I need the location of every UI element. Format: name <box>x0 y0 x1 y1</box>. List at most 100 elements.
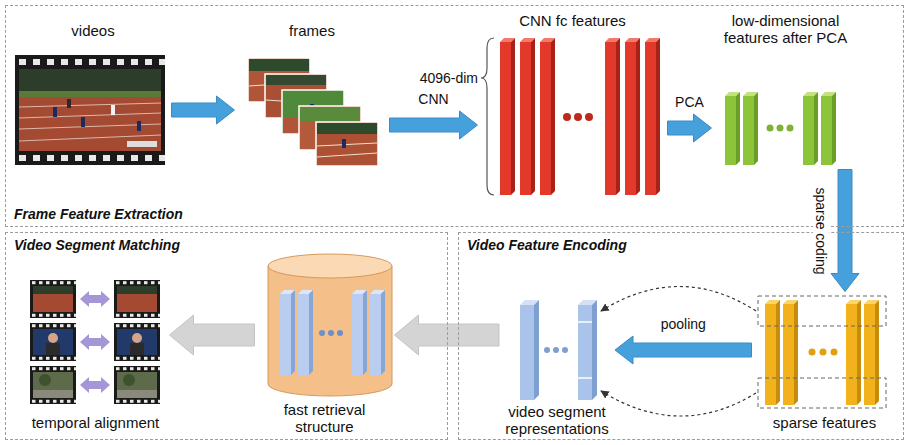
aligned-clip-pairs <box>30 323 76 361</box>
frame-thumbnails <box>317 123 377 134</box>
fc-feature-columns <box>481 38 494 195</box>
aligned-clip-pairs <box>123 374 135 386</box>
fc-feature-columns <box>574 113 582 121</box>
database-cylinder <box>370 290 385 375</box>
node-label: sparse features <box>773 414 876 431</box>
aligned-clip-pairs <box>80 377 110 393</box>
film-strip <box>19 103 161 107</box>
aligned-clip-pairs <box>80 291 110 307</box>
pooling-curve <box>601 287 756 417</box>
frame-thumbnails <box>316 122 378 166</box>
pca-feature-columns <box>803 92 818 165</box>
arrow-label: CNN <box>418 91 448 107</box>
film-strip <box>137 121 141 131</box>
aligned-clip-pairs <box>130 343 144 355</box>
aligned-clip-pairs <box>33 286 73 312</box>
film-strip <box>19 91 161 97</box>
film-strip <box>19 135 161 141</box>
database-cylinder <box>268 266 392 396</box>
aligned-clip-pairs <box>114 366 160 404</box>
frame-thumbnails <box>266 75 326 85</box>
film-strip <box>53 107 57 117</box>
feature-group: video segment representations <box>499 292 615 438</box>
database-cylinder <box>268 254 392 278</box>
pca-feature-columns <box>725 92 740 165</box>
node-label: temporal alignment <box>32 414 160 431</box>
aligned-clip-pairs <box>80 334 110 350</box>
flow-arrow <box>615 336 752 364</box>
sparse-feature-columns <box>831 349 838 356</box>
flow-arrow <box>395 315 500 355</box>
database-cylinder <box>352 290 367 375</box>
pca-feature-columns <box>725 92 836 165</box>
aligned-clip-pairs <box>39 374 51 386</box>
film-strip <box>111 105 115 115</box>
aligned-clip-pairs <box>117 372 157 398</box>
section-panel: videosframesCNN fc featureslow-dimension… <box>5 5 904 227</box>
database-cylinder <box>280 290 295 375</box>
node-label: video segment representations <box>502 403 612 438</box>
feature-group: low-dimensional features after PCA <box>712 12 860 170</box>
film-strip <box>127 141 157 147</box>
pooling-curve <box>601 287 756 312</box>
film-strip <box>15 55 165 165</box>
section-panel: video segment representations sparse feat… <box>458 232 904 440</box>
frame-thumbnails <box>248 58 378 166</box>
arrow-label: PCA <box>675 94 704 110</box>
flow-arrow <box>390 111 478 139</box>
flow-arrow <box>831 170 859 292</box>
film-strip <box>19 69 161 151</box>
aligned-clip-pairs <box>33 329 73 355</box>
aligned-clip-pairs <box>30 280 160 404</box>
frame-thumbnails <box>249 59 309 71</box>
aligned-clip-pairs <box>117 286 157 312</box>
frame-thumbnails <box>317 153 377 157</box>
film-strip <box>19 113 161 118</box>
node-label: CNN fc features <box>519 12 626 29</box>
fc-feature-columns <box>645 38 660 195</box>
node-label: low-dimensional features after PCA <box>716 12 856 47</box>
node-label: fast retrieval structure <box>267 401 382 436</box>
aligned-clip-pairs <box>46 343 60 355</box>
aligned-clip-pairs <box>114 323 160 361</box>
segment-columns <box>578 377 592 379</box>
database-cylinder <box>298 290 313 375</box>
feature-group: sparse features <box>752 292 898 432</box>
arrow-label: sparse coding <box>813 183 829 278</box>
segment-columns <box>520 300 539 400</box>
segment-columns <box>544 347 550 353</box>
aligned-clip-pairs <box>30 280 76 318</box>
database-cylinder <box>328 330 334 336</box>
database-cylinder <box>337 330 343 336</box>
fc-feature-columns <box>585 113 593 121</box>
film-strip <box>81 117 85 127</box>
database-cylinder <box>319 330 325 336</box>
fc-feature-columns <box>481 38 660 195</box>
aligned-clip-pairs <box>117 329 157 355</box>
aligned-clip-pairs <box>33 372 73 398</box>
aligned-clip-pairs <box>114 280 160 318</box>
flow-arrow <box>172 96 235 124</box>
pca-feature-columns <box>787 125 794 132</box>
dimension-label: 4096-dim <box>420 70 478 86</box>
frame-thumbnails <box>300 107 360 121</box>
pca-feature-columns <box>821 92 836 165</box>
frame-thumbnails <box>342 139 346 148</box>
fc-feature-columns <box>563 113 571 121</box>
aligned-clip-pairs <box>117 390 157 398</box>
fc-feature-columns <box>500 38 515 195</box>
flow-arrow <box>668 114 712 142</box>
aligned-clip-pairs <box>117 286 157 294</box>
node-label: videos <box>71 22 114 39</box>
film-strip <box>15 55 165 165</box>
alignment-result: temporal alignment <box>22 272 170 432</box>
frame-thumbnails <box>317 143 377 146</box>
aligned-clip-pairs <box>30 366 76 404</box>
sparse-feature-columns <box>758 296 886 326</box>
database-cylinder <box>268 254 392 396</box>
pca-feature-columns <box>777 125 784 132</box>
aligned-clip-pairs <box>33 390 73 398</box>
